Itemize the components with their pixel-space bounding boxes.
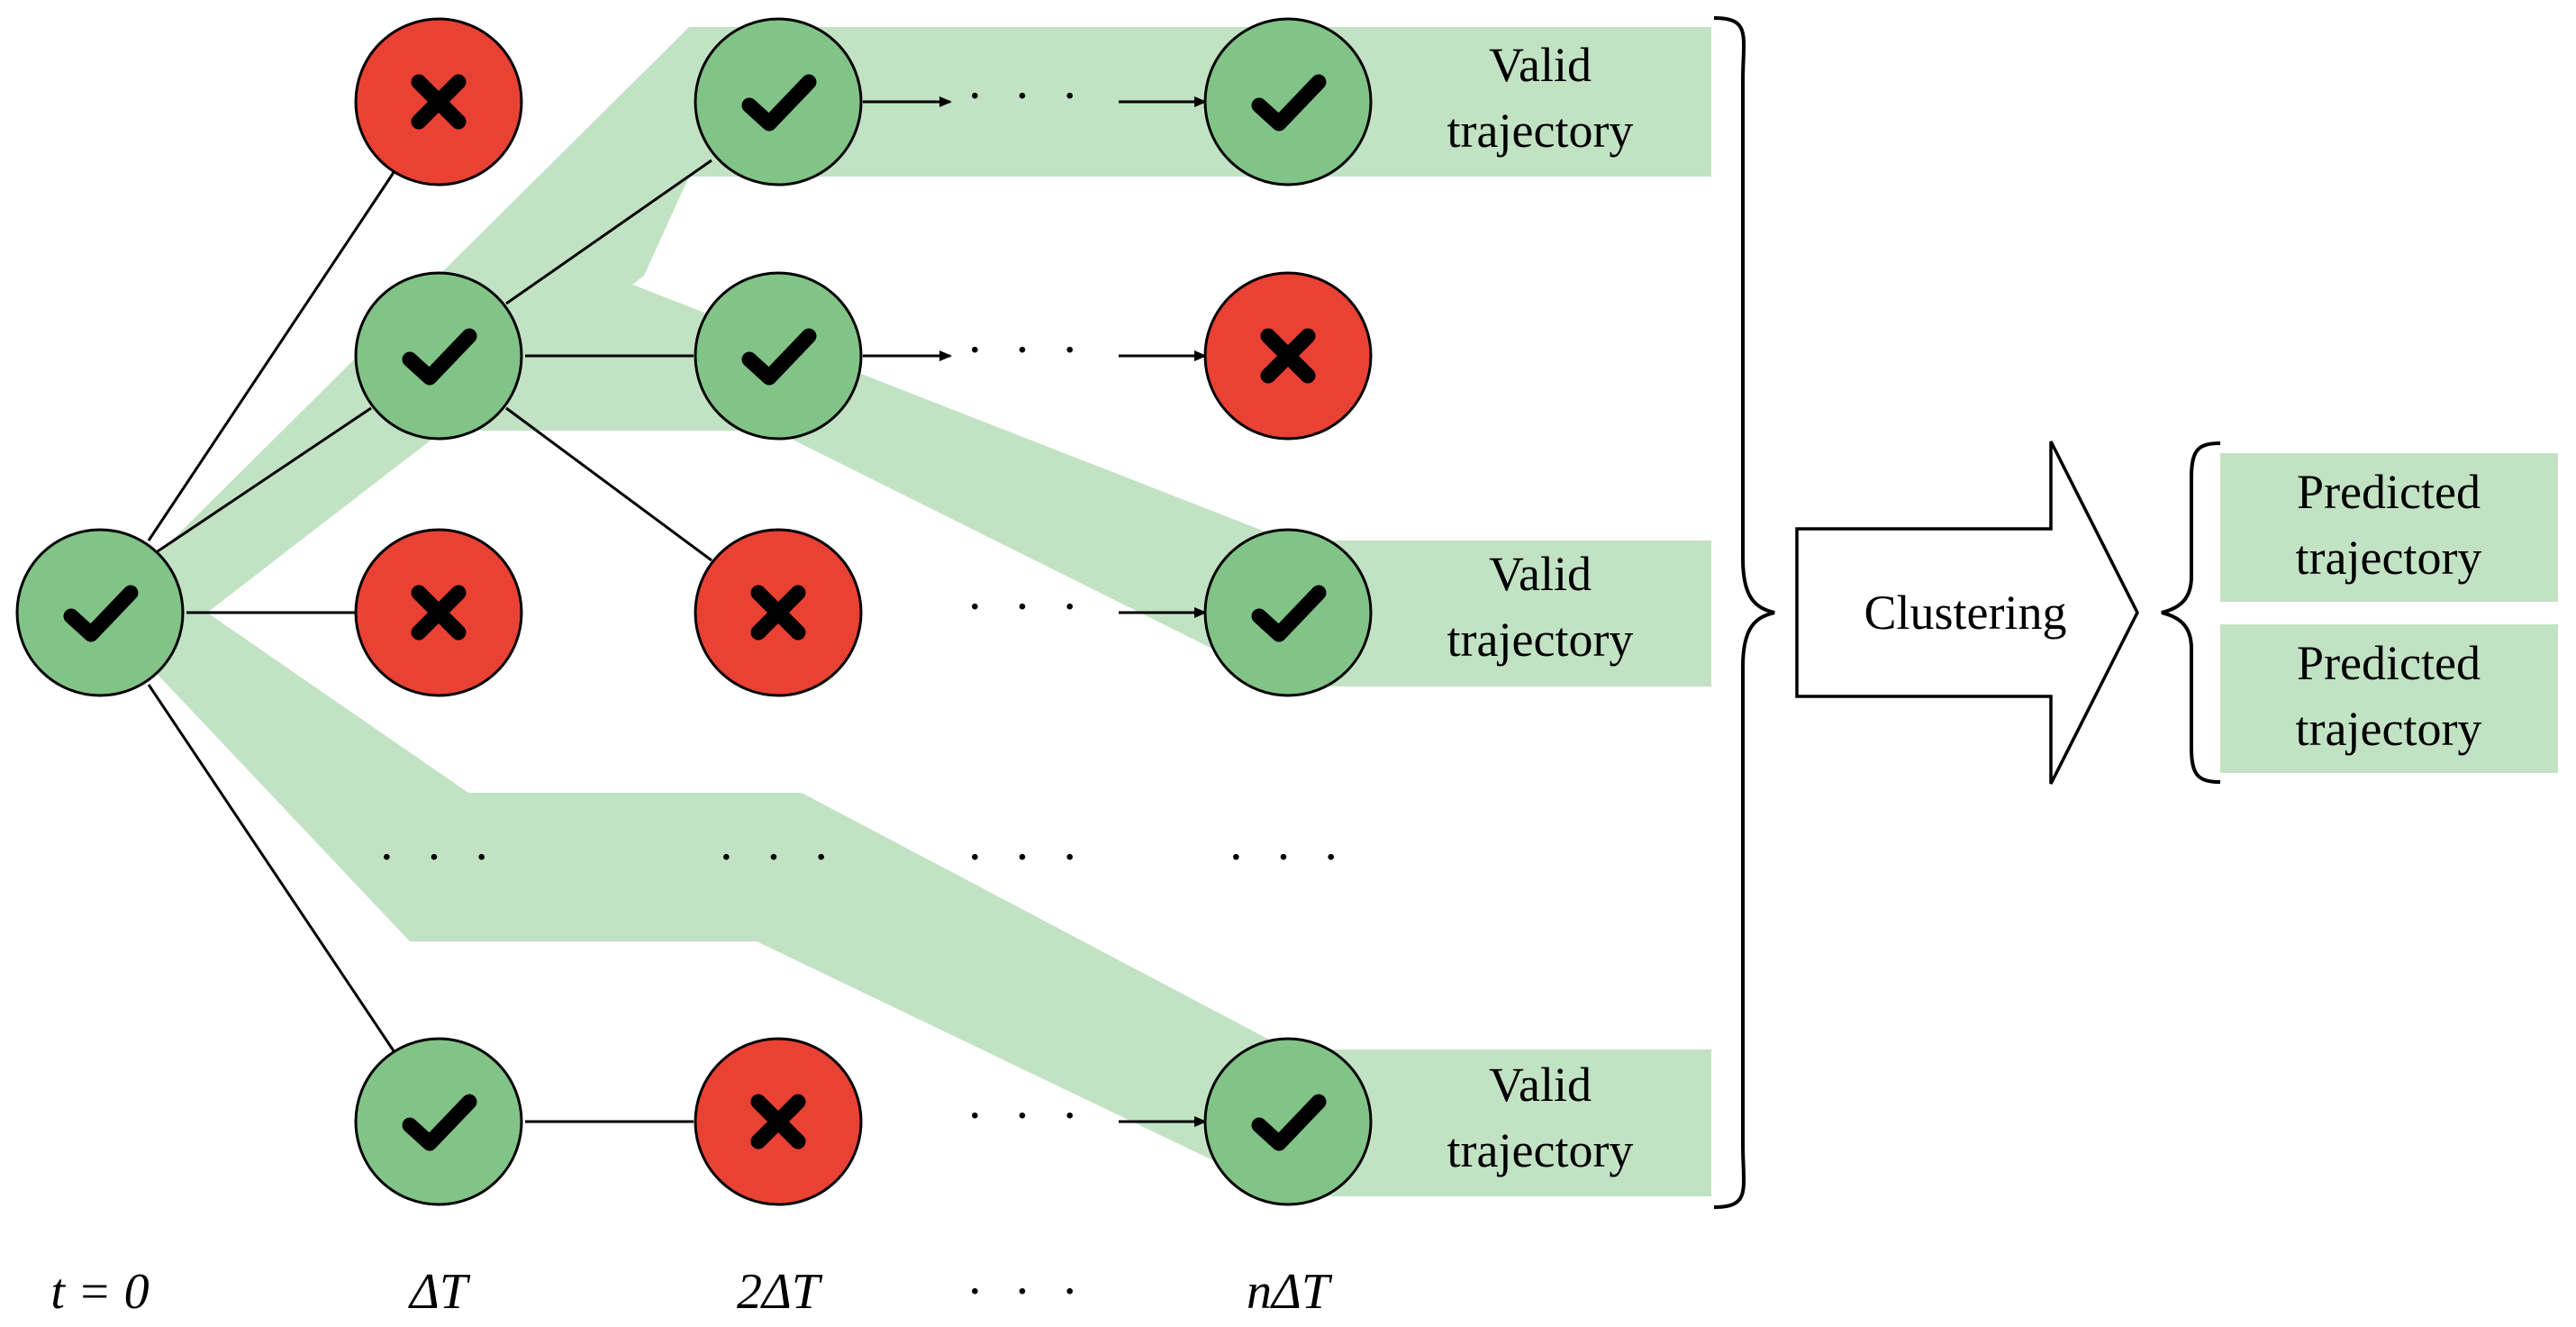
time-label-tn: nΔT [1247,1264,1333,1320]
band-predicted-2 [2220,624,2558,773]
ellipsis: · · · [966,830,1087,886]
ellipsis: · · · [718,830,839,886]
predicted-label-line1: Predicted [2297,636,2481,690]
edge [505,159,712,305]
node-root-valid [15,528,185,697]
node-t2-valid [694,271,863,441]
valid-label-line2: trajectory [1447,104,1634,158]
node-t1-valid [354,271,523,441]
ellipsis: · · · [966,1088,1087,1144]
node-tn-invalid [1203,271,1373,441]
time-axis: t = 0 ΔT 2ΔT · · · nΔT [50,1264,1333,1320]
node-t1-invalid [354,528,523,697]
right-curly-brace [1713,16,1775,1209]
valid-label-line2: trajectory [1447,1123,1634,1177]
tree-edges [147,159,712,1123]
node-t2-invalid [694,528,863,697]
ellipses: · · · · · · · · · · · · · · · · · · · · … [378,68,1348,1144]
time-label-t0: t = 0 [50,1264,149,1320]
node-t1-invalid [354,17,523,186]
predicted-label-line2: trajectory [2296,702,2482,756]
edge [147,170,396,541]
ellipsis: · · · [378,830,499,886]
ellipsis: · · · [966,323,1087,378]
node-t2-invalid [694,1037,863,1206]
band-valid-trajectory-3 [99,613,1711,1196]
clustering-arrow [1795,441,2139,785]
nodes [15,17,1373,1206]
predicted-label-line2: trajectory [2296,531,2482,585]
edge [505,406,712,562]
predicted-label-line1: Predicted [2297,465,2481,519]
node-t1-valid [354,1037,523,1206]
ellipsis: · · · [966,579,1087,635]
valid-label-line1: Valid [1489,1058,1592,1112]
valid-label-line1: Valid [1489,38,1592,92]
time-label-ellipsis: · · · [966,1264,1087,1320]
edge [157,406,372,553]
ellipsis: · · · [1228,830,1348,886]
clustering-label: Clustering [1864,586,2067,640]
node-t2-valid [694,17,863,186]
time-label-t2: 2ΔT [737,1264,823,1320]
valid-trajectory-labels: Valid trajectory Valid trajectory Valid … [1447,38,1634,1177]
node-tn-valid [1203,528,1373,697]
valid-label-line1: Valid [1489,547,1592,601]
node-tn-valid [1203,1037,1373,1206]
valid-label-line2: trajectory [1447,613,1634,667]
time-label-t1: ΔT [408,1264,471,1320]
node-tn-valid [1203,17,1373,186]
ellipsis: · · · [966,68,1087,124]
predicted-trajectory-labels: Predicted trajectory Predicted trajector… [2296,465,2482,756]
arrows [863,96,1207,1127]
edge [147,684,396,1053]
band-predicted-1 [2220,453,2558,602]
left-curly-brace [2161,441,2221,784]
